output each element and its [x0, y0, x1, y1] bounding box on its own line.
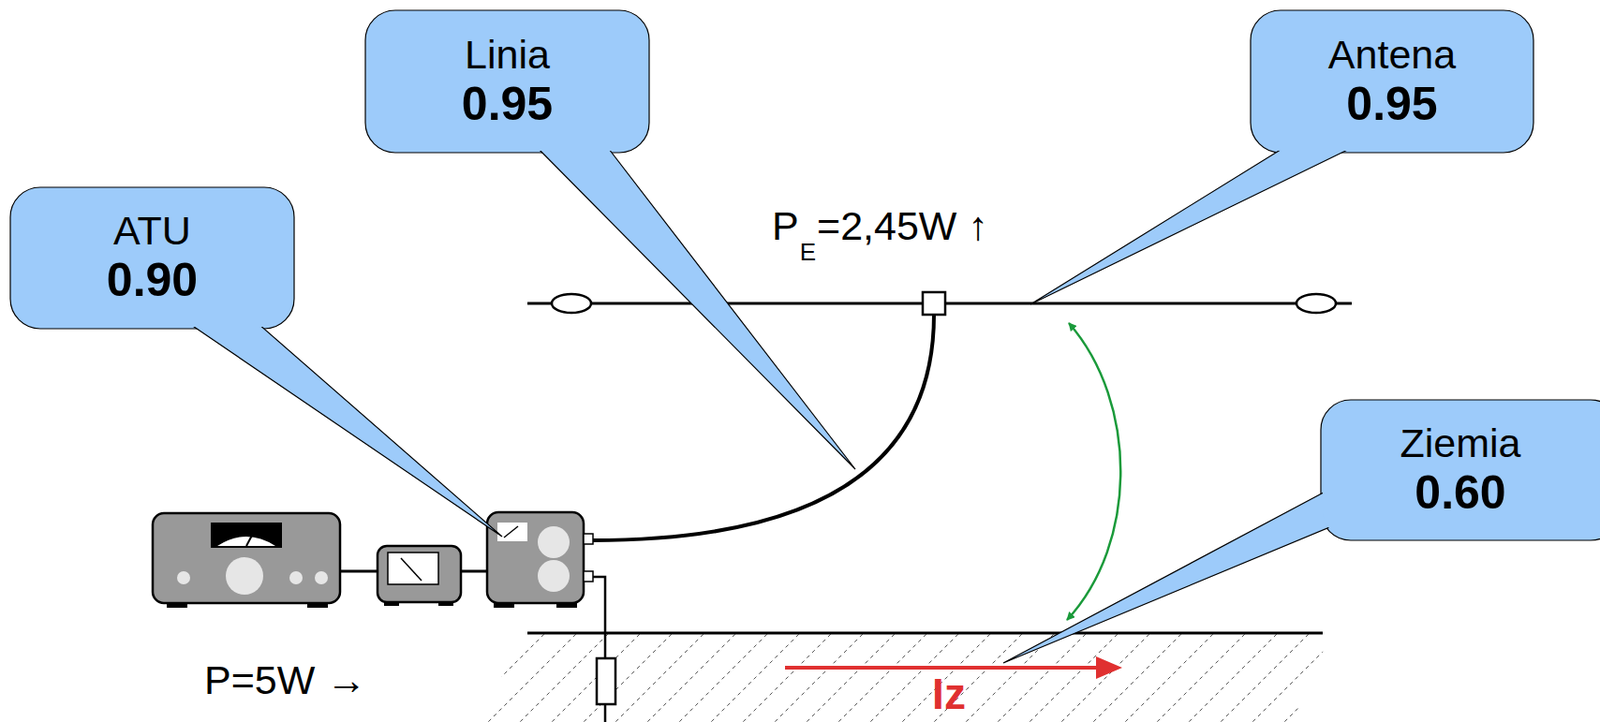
callout-fill	[367, 12, 648, 151]
callout-bubble: Ziemia0.60	[1320, 400, 1600, 541]
swr-meter	[377, 546, 461, 607]
callout-bubble: Antena0.95	[1250, 10, 1534, 153]
callout-number: 0.90	[106, 253, 198, 309]
callout-number: 0.95	[1346, 77, 1438, 133]
callout-fill	[12, 189, 293, 327]
radiated-power: =2,45W ↑	[816, 202, 989, 252]
callout-body	[1250, 10, 1534, 153]
transceiver	[152, 513, 341, 608]
callout-outline	[10, 187, 503, 537]
callout-body	[365, 10, 650, 153]
callout-title: Ziemia	[1399, 420, 1521, 467]
callout-body	[10, 187, 295, 329]
power-subscript: E	[800, 237, 816, 267]
ground-line	[527, 632, 1323, 636]
insulator	[551, 294, 592, 313]
input-power: P=5W →	[204, 656, 367, 706]
callout-number: 0.95	[461, 77, 553, 133]
antenna-ground-arrow	[1066, 323, 1121, 621]
insulator	[1296, 294, 1336, 313]
callout-title: Antena	[1328, 31, 1456, 78]
ground-current-label: Iz	[932, 670, 966, 719]
callout-pointer	[1030, 140, 1367, 305]
callout-fill	[1252, 12, 1532, 151]
callout-outline	[365, 10, 856, 470]
callout-bubble: Linia0.95	[365, 10, 650, 153]
callout-pointer	[1003, 487, 1334, 664]
ground-current-arrow	[785, 666, 1101, 670]
ground-current-arrowhead	[1096, 656, 1123, 680]
callout-outline	[1003, 400, 1600, 664]
atu-box	[487, 512, 593, 608]
callout-title: ATU	[113, 207, 192, 254]
callout-title: Linia	[464, 31, 550, 78]
callout-bubble: ATU0.90	[10, 187, 295, 329]
cable	[460, 570, 488, 574]
feed-point	[922, 292, 946, 315]
power-symbol: P	[771, 202, 800, 252]
callout-body	[1320, 400, 1600, 541]
resistor-symbol	[596, 658, 616, 705]
callout-fill	[1322, 401, 1600, 539]
callout-pointer	[178, 316, 503, 537]
callout-number: 0.60	[1414, 466, 1506, 521]
callout-pointer	[530, 140, 856, 470]
cable	[340, 570, 378, 574]
callout-outline	[1030, 10, 1534, 305]
